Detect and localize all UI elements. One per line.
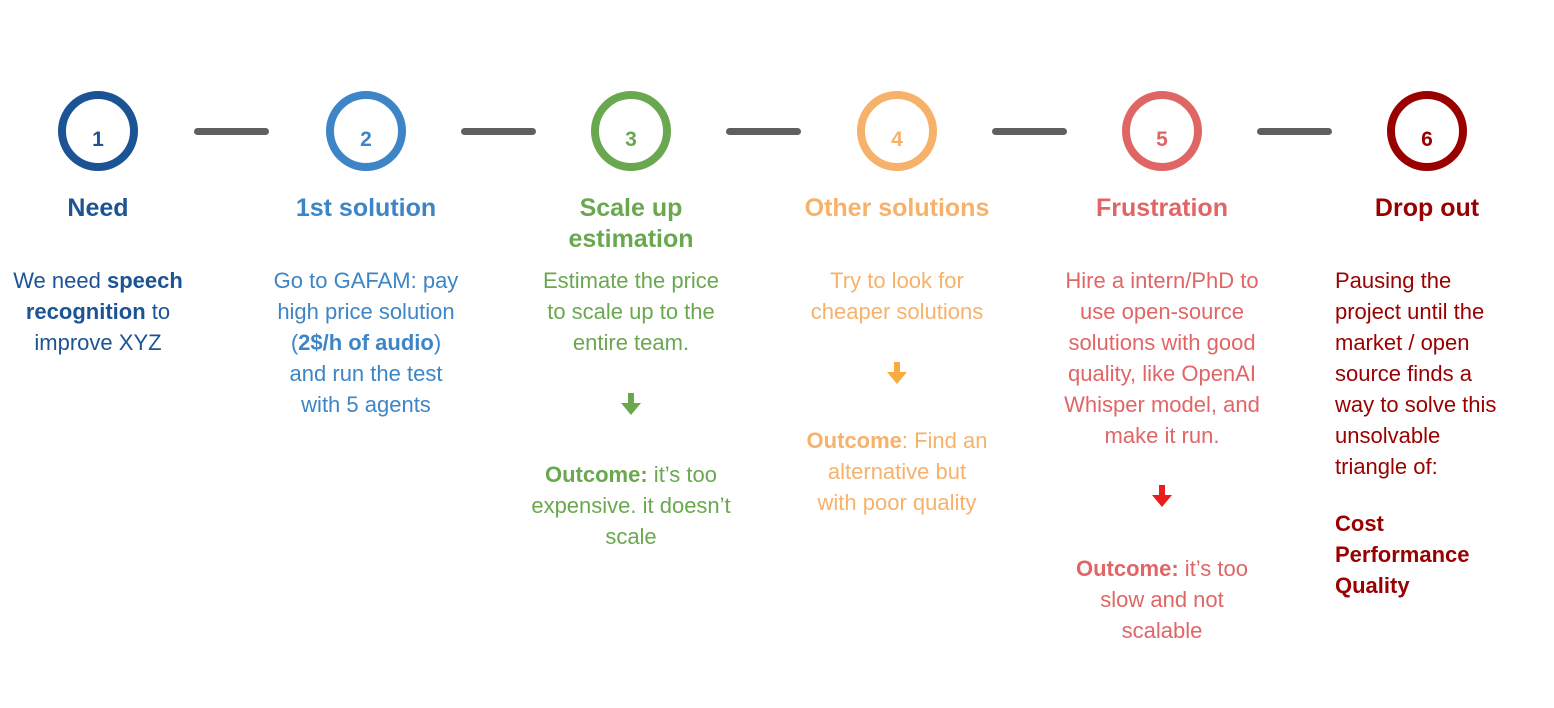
step-body: Hire a intern/PhD to use open-source sol… bbox=[1064, 265, 1260, 451]
down-arrow-icon bbox=[887, 362, 907, 384]
step-column: 1 Need We need speech recognition to imp… bbox=[0, 91, 196, 358]
step-circle: 6 bbox=[1387, 91, 1467, 171]
step-number: 4 bbox=[891, 128, 903, 151]
text-segment: to improve XYZ bbox=[34, 299, 171, 355]
step-outcome: Outcome: it’s too slow and not scalable bbox=[1076, 553, 1248, 646]
step-outcome: Outcome: it’s too expensive. it doesn’t … bbox=[531, 459, 730, 552]
step-title: Scale up estimation bbox=[568, 194, 694, 253]
step-title: 1st solution bbox=[295, 194, 437, 222]
connector-line bbox=[726, 128, 801, 135]
text-segment: : Find an alternative but with poor qual… bbox=[817, 428, 988, 515]
text-segment-bold: Outcome: bbox=[545, 462, 648, 487]
connector-line bbox=[992, 128, 1067, 135]
step-column: 6 Drop out Pausing the project until the… bbox=[1335, 91, 1519, 601]
text-segment-bold: Cost Performance Quality bbox=[1335, 511, 1470, 598]
step-number: 3 bbox=[625, 128, 637, 151]
text-segment-bold: speech recognition bbox=[25, 268, 183, 324]
connector-line bbox=[461, 128, 536, 135]
step-title: Drop out bbox=[1374, 194, 1480, 222]
step-body: Go to GAFAM: pay high price solution (2$… bbox=[274, 265, 459, 420]
step-body: Estimate the price to scale up to the en… bbox=[543, 265, 719, 358]
step-column: 4 Other solutions Try to look for cheape… bbox=[792, 91, 1002, 518]
step-number: 1 bbox=[92, 128, 104, 151]
connector-line bbox=[1257, 128, 1332, 135]
step-number: 2 bbox=[360, 128, 372, 151]
down-arrow-icon bbox=[1152, 485, 1172, 507]
text-segment-bold: 2$/h of audio bbox=[298, 330, 434, 355]
step-body: Pausing the project until the market / o… bbox=[1335, 265, 1519, 482]
text-segment: ) and run the test with 5 agents bbox=[289, 330, 443, 417]
text-segment: it’s too slow and not scalable bbox=[1100, 556, 1248, 643]
step-circle: 4 bbox=[857, 91, 937, 171]
text-segment: Go to GAFAM: pay high price solution ( bbox=[273, 268, 459, 355]
text-segment: Hire a intern/PhD to use open-source sol… bbox=[1064, 268, 1260, 448]
step-circle: 2 bbox=[326, 91, 406, 171]
text-segment: We need bbox=[13, 268, 107, 293]
step-column: 3 Scale up estimation Estimate the price… bbox=[526, 91, 736, 552]
step-outcome: Outcome: Find an alternative but with po… bbox=[807, 425, 988, 518]
step-title: Other solutions bbox=[804, 194, 990, 222]
text-segment: Try to look for cheaper solutions bbox=[810, 268, 984, 324]
step-circle: 5 bbox=[1122, 91, 1202, 171]
text-segment: Estimate the price to scale up to the en… bbox=[542, 268, 720, 355]
step-column: 5 Frustration Hire a intern/PhD to use o… bbox=[1052, 91, 1272, 646]
step-body: We need speech recognition to improve XY… bbox=[13, 265, 183, 358]
step-circle: 3 bbox=[591, 91, 671, 171]
step-number: 5 bbox=[1156, 128, 1168, 151]
down-arrow-icon bbox=[621, 393, 641, 415]
step-column: 2 1st solution Go to GAFAM: pay high pri… bbox=[261, 91, 471, 420]
step-body: Try to look for cheaper solutions bbox=[811, 265, 983, 327]
text-segment: it’s too expensive. it doesn’t scale bbox=[531, 462, 731, 549]
text-segment-bold: Outcome: bbox=[1076, 556, 1179, 581]
step-title: Frustration bbox=[1096, 194, 1228, 222]
text-segment: Pausing the project until the market / o… bbox=[1335, 268, 1497, 479]
step-footer: Cost Performance Quality bbox=[1335, 508, 1519, 601]
text-segment-bold: Outcome bbox=[806, 428, 902, 453]
step-circle: 1 bbox=[58, 91, 138, 171]
step-title: Need bbox=[67, 194, 129, 222]
connector-line bbox=[194, 128, 269, 135]
step-number: 6 bbox=[1421, 128, 1433, 151]
